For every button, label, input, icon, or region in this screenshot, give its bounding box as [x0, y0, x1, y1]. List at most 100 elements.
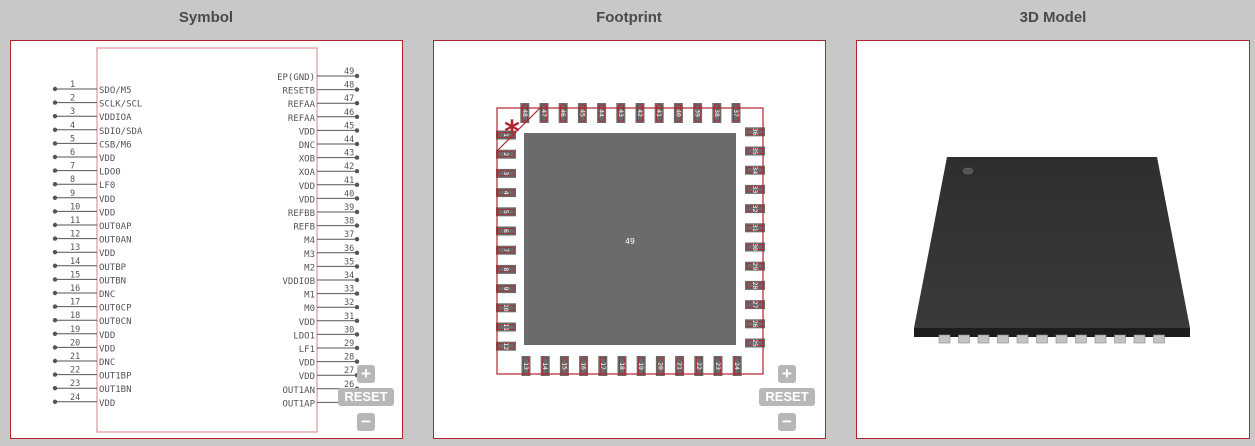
pin-number: 14 — [70, 257, 80, 267]
pin-end-dot — [354, 345, 360, 351]
pin-name: RESETB — [282, 87, 315, 97]
pad-copper — [745, 319, 765, 329]
pin-name: M2 — [304, 263, 315, 273]
zoom-in-button[interactable]: + — [778, 365, 796, 383]
pad-number: 25 — [751, 339, 759, 347]
footprint-pad: 2 — [496, 149, 516, 159]
footprint-pad: 17 — [598, 356, 608, 376]
footprint-pad: 15 — [559, 356, 569, 376]
pin-number: 11 — [70, 216, 80, 226]
pad-number: 6 — [502, 229, 510, 233]
footprint-pad: 16 — [579, 356, 589, 376]
zoom-out-button[interactable]: − — [357, 413, 375, 431]
pad-outline — [560, 104, 567, 122]
pad-copper — [521, 356, 531, 376]
schematic-symbol: 1SDO/M52SCLK/SCL3VDDIOA4SDIO/SDA5CSB/M66… — [52, 47, 360, 433]
pin-number: 43 — [344, 149, 354, 159]
pin-number: 33 — [344, 285, 354, 295]
pad-copper — [712, 103, 722, 123]
pin-name: M4 — [304, 236, 315, 246]
pad-copper — [598, 356, 608, 376]
pad-copper — [745, 261, 765, 271]
model3d-panel — [856, 40, 1250, 439]
pin-number: 6 — [70, 148, 75, 158]
pin-end-dot — [52, 209, 58, 214]
pin-number: 28 — [344, 353, 354, 363]
courtyard-outline — [496, 107, 764, 375]
pin-end-dot — [354, 155, 360, 160]
pad-copper — [577, 103, 587, 123]
footprint-pad: 36 — [745, 127, 765, 137]
footprint-pad: 13 — [521, 356, 531, 376]
pin-name: OUT0CP — [99, 304, 132, 314]
zoom-out-button[interactable]: − — [778, 413, 796, 431]
pad-copper — [693, 103, 703, 123]
footprint-pad: 33 — [745, 184, 765, 194]
footprint-pad: 35 — [745, 146, 765, 156]
pad-copper — [713, 356, 723, 376]
footprint-pad: 18 — [617, 356, 627, 376]
pin-end-dot — [354, 332, 360, 337]
pad-outline — [497, 324, 515, 330]
package-lead — [1114, 334, 1126, 344]
pin-name: VDD — [299, 372, 315, 382]
pad-number: 10 — [502, 304, 510, 312]
pin-end-dot — [354, 223, 360, 228]
pad-number: 8 — [502, 267, 510, 271]
pad-outline — [617, 104, 624, 122]
pin-number: 37 — [344, 230, 354, 240]
pad-outline — [497, 228, 515, 234]
footprint-pad: 27 — [745, 300, 765, 310]
pad-copper — [496, 264, 516, 274]
pin-end-dot — [52, 168, 58, 173]
pin-end-dot — [52, 277, 58, 282]
reset-view-button[interactable]: RESET — [338, 388, 394, 406]
pin-name: VDD — [99, 195, 115, 205]
pin-name: LF1 — [299, 345, 315, 355]
pad-outline — [675, 104, 682, 122]
pad-copper — [745, 146, 765, 156]
pin-number: 31 — [344, 312, 354, 322]
footprint-zoom-controls: + RESET − — [759, 365, 815, 437]
footprint-pad: 21 — [675, 356, 685, 376]
pin-end-dot — [52, 86, 58, 92]
pin-end-dot — [354, 182, 360, 187]
pad-outline — [521, 104, 528, 122]
zoom-in-button[interactable]: + — [357, 365, 375, 383]
footprint-pad: 9 — [496, 284, 516, 294]
pad-outline — [497, 247, 515, 254]
package-front-face — [914, 328, 1190, 337]
pin-end-dot — [354, 73, 360, 79]
pin-number: 32 — [344, 298, 354, 308]
pin-number: 9 — [70, 189, 75, 199]
package-3d-model[interactable] — [857, 41, 1250, 439]
pin-end-dot — [52, 372, 58, 377]
package-lead — [938, 334, 951, 344]
package-lead — [1016, 334, 1029, 344]
pad-number: 13 — [522, 362, 530, 370]
pad-number: 1 — [502, 133, 510, 137]
reset-view-button[interactable]: RESET — [759, 388, 815, 406]
model3d-panel-title: 3D Model — [1019, 9, 1087, 26]
pad-number: 27 — [751, 301, 759, 309]
pin-number: 39 — [344, 203, 354, 213]
pin-end-dot — [52, 358, 58, 364]
pin-number: 40 — [344, 189, 354, 199]
pad-copper — [675, 356, 685, 376]
pad-number: 34 — [751, 166, 759, 174]
